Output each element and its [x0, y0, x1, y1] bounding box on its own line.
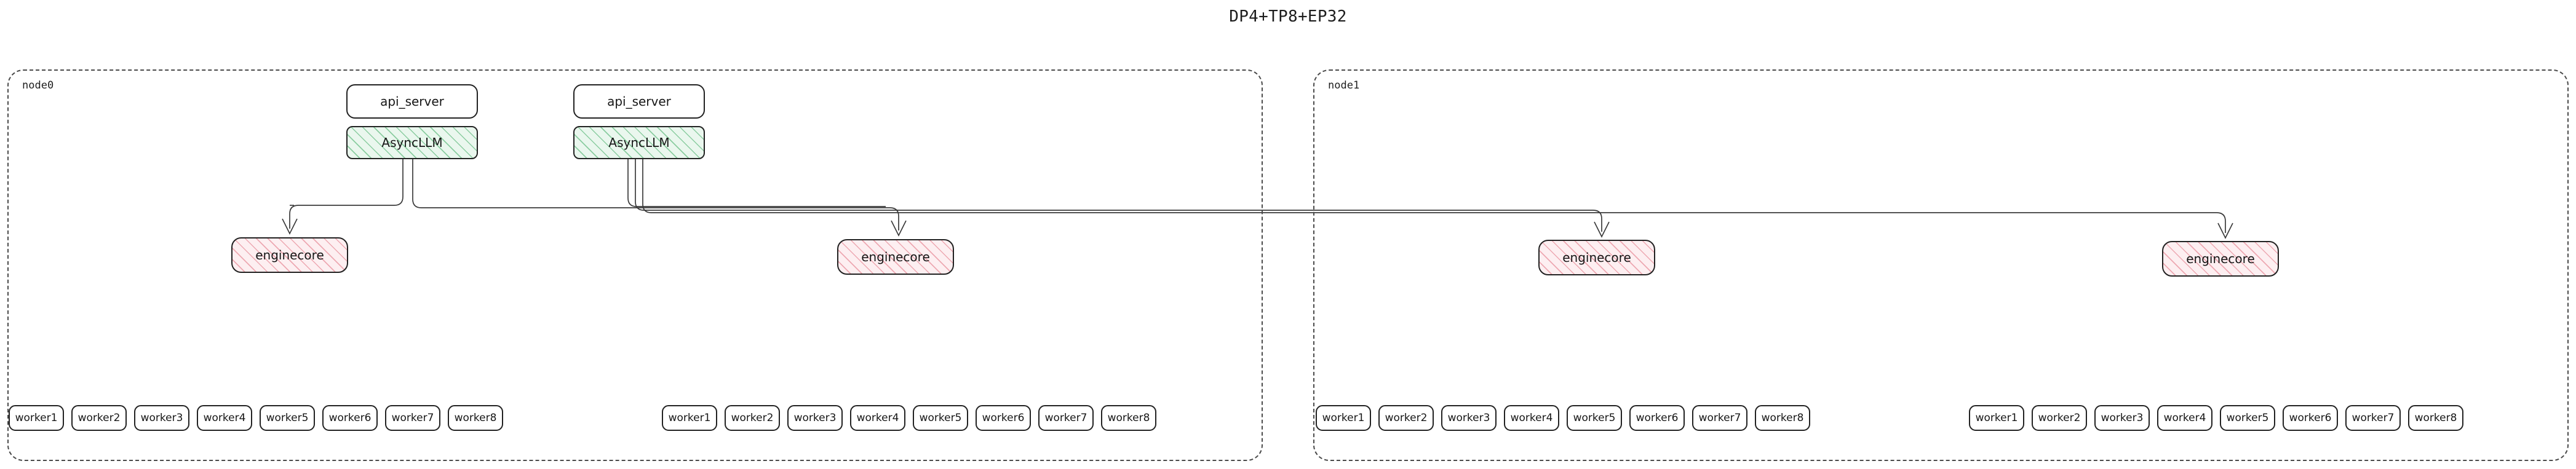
- worker-box[interactable]: worker7: [1692, 405, 1747, 431]
- worker-label: worker2: [1385, 412, 1428, 424]
- worker-label: worker1: [15, 412, 58, 424]
- asyncllm-label: AsyncLLM: [381, 135, 443, 150]
- worker-box[interactable]: worker4: [197, 405, 252, 431]
- enginecore-label: enginecore: [255, 248, 324, 262]
- worker-group-node1-2: worker1 worker2 worker3 worker4 worker5 …: [1969, 405, 2463, 431]
- asyncllm-box-node0-2[interactable]: AsyncLLM: [573, 126, 705, 159]
- api-server-label: api_server: [380, 94, 444, 109]
- node-container-node1[interactable]: node1: [1313, 69, 2569, 461]
- worker-box[interactable]: worker5: [260, 405, 315, 431]
- worker-label: worker4: [203, 412, 246, 424]
- worker-label: worker2: [731, 412, 774, 424]
- worker-label: worker1: [1975, 412, 2018, 424]
- worker-box[interactable]: worker1: [9, 405, 64, 431]
- worker-box[interactable]: worker2: [2032, 405, 2087, 431]
- worker-group-node1-1: worker1 worker2 worker3 worker4 worker5 …: [1316, 405, 1810, 431]
- enginecore-label: enginecore: [861, 250, 930, 264]
- worker-box[interactable]: worker1: [1969, 405, 2024, 431]
- worker-label: worker4: [856, 412, 899, 424]
- worker-label: worker2: [2038, 412, 2081, 424]
- worker-box[interactable]: worker2: [71, 405, 127, 431]
- worker-box[interactable]: worker3: [2094, 405, 2150, 431]
- worker-box[interactable]: worker5: [913, 405, 968, 431]
- asyncllm-box-node0-1[interactable]: AsyncLLM: [346, 126, 478, 159]
- node-label-node1: node1: [1328, 79, 1360, 92]
- node-label-node0: node0: [22, 79, 54, 92]
- worker-label: worker2: [78, 412, 121, 424]
- worker-box[interactable]: worker6: [1629, 405, 1685, 431]
- page-title: DP4+TP8+EP32: [1229, 7, 1347, 26]
- worker-label: worker6: [2289, 412, 2332, 424]
- worker-label: worker3: [140, 412, 183, 424]
- worker-label: worker7: [1044, 412, 1087, 424]
- enginecore-label: enginecore: [1562, 250, 1631, 265]
- worker-box[interactable]: worker4: [1504, 405, 1559, 431]
- worker-label: worker6: [328, 412, 372, 424]
- api-server-box-node0-2[interactable]: api_server: [573, 84, 705, 119]
- worker-box[interactable]: worker4: [2157, 405, 2212, 431]
- enginecore-label: enginecore: [2186, 251, 2255, 266]
- worker-label: worker3: [2101, 412, 2144, 424]
- worker-group-node0-1: worker1 worker2 worker3 worker4 worker5 …: [9, 405, 503, 431]
- worker-label: worker3: [1447, 412, 1490, 424]
- worker-box[interactable]: worker4: [850, 405, 905, 431]
- worker-box[interactable]: worker7: [2345, 405, 2401, 431]
- enginecore-box-node1-2[interactable]: enginecore: [2162, 241, 2279, 277]
- worker-box[interactable]: worker7: [385, 405, 440, 431]
- worker-box[interactable]: worker3: [1441, 405, 1497, 431]
- worker-box[interactable]: worker6: [2283, 405, 2338, 431]
- worker-box[interactable]: worker8: [1755, 405, 1810, 431]
- worker-label: worker7: [2351, 412, 2395, 424]
- worker-label: worker8: [1761, 412, 1804, 424]
- worker-label: worker6: [1636, 412, 1679, 424]
- worker-label: worker8: [2414, 412, 2457, 424]
- worker-label: worker7: [1698, 412, 1741, 424]
- worker-box[interactable]: worker7: [1038, 405, 1094, 431]
- worker-box[interactable]: worker5: [2220, 405, 2275, 431]
- worker-box[interactable]: worker8: [2408, 405, 2463, 431]
- worker-box[interactable]: worker3: [787, 405, 843, 431]
- worker-group-node0-2: worker1 worker2 worker3 worker4 worker5 …: [662, 405, 1156, 431]
- worker-label: worker8: [1107, 412, 1150, 424]
- worker-label: worker6: [982, 412, 1025, 424]
- worker-label: worker1: [668, 412, 711, 424]
- worker-box[interactable]: worker8: [448, 405, 503, 431]
- worker-box[interactable]: worker1: [1316, 405, 1371, 431]
- worker-box[interactable]: worker8: [1101, 405, 1156, 431]
- worker-label: worker4: [2163, 412, 2206, 424]
- worker-label: worker3: [793, 412, 837, 424]
- worker-label: worker5: [919, 412, 962, 424]
- worker-box[interactable]: worker5: [1567, 405, 1622, 431]
- enginecore-box-node0-1[interactable]: enginecore: [231, 237, 348, 273]
- worker-label: worker8: [454, 412, 497, 424]
- worker-box[interactable]: worker6: [976, 405, 1031, 431]
- api-server-box-node0-1[interactable]: api_server: [346, 84, 478, 119]
- node-container-node0[interactable]: node0: [7, 69, 1263, 461]
- enginecore-box-node0-2[interactable]: enginecore: [837, 239, 954, 275]
- worker-box[interactable]: worker2: [1378, 405, 1434, 431]
- worker-label: worker7: [391, 412, 434, 424]
- enginecore-box-node1-1[interactable]: enginecore: [1538, 240, 1655, 275]
- api-server-label: api_server: [607, 94, 671, 109]
- asyncllm-label: AsyncLLM: [608, 135, 670, 150]
- worker-label: worker5: [1573, 412, 1616, 424]
- worker-label: worker5: [266, 412, 309, 424]
- worker-box[interactable]: worker2: [725, 405, 780, 431]
- worker-box[interactable]: worker6: [322, 405, 378, 431]
- worker-label: worker5: [2226, 412, 2269, 424]
- worker-box[interactable]: worker3: [134, 405, 189, 431]
- worker-label: worker4: [1510, 412, 1553, 424]
- worker-box[interactable]: worker1: [662, 405, 717, 431]
- worker-label: worker1: [1322, 412, 1365, 424]
